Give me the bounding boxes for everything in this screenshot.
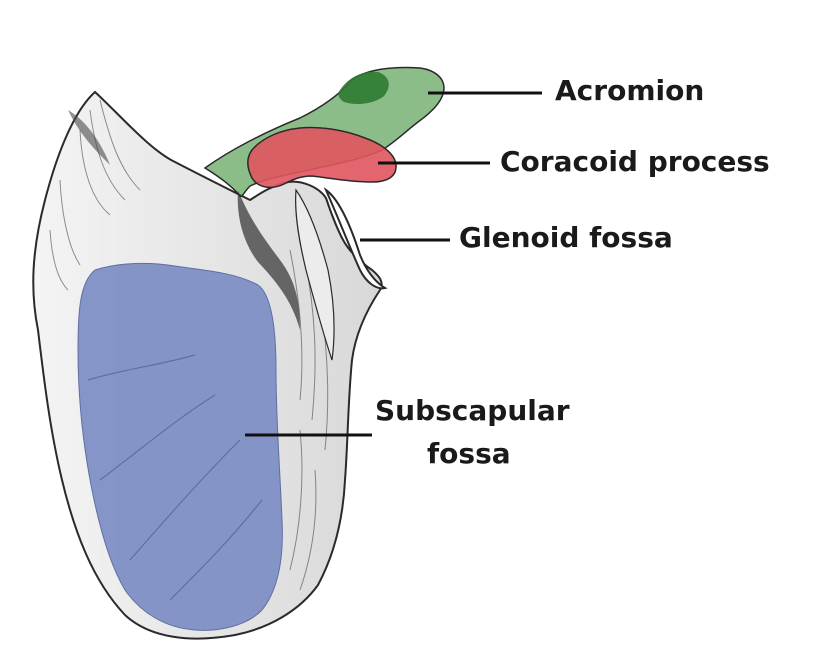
glenoid-fossa-label: Glenoid fossa — [459, 221, 673, 254]
subscapular-fossa-label-line1: Subscapular — [375, 394, 570, 427]
subscapular-ridges — [87, 354, 263, 601]
dark-shadow-region — [68, 110, 300, 330]
glenoid-neck — [295, 188, 335, 361]
glenoid-fossa-shape — [323, 187, 388, 290]
subscapular-fossa-label-line2: fossa — [427, 437, 511, 470]
acromion-label: Acromion — [555, 74, 705, 107]
coracoid-process-region — [247, 126, 397, 189]
acromion-dark-spot — [338, 71, 389, 104]
coracoid-process-label: Coracoid process — [500, 145, 770, 178]
subscapular-fossa-region — [77, 262, 283, 631]
